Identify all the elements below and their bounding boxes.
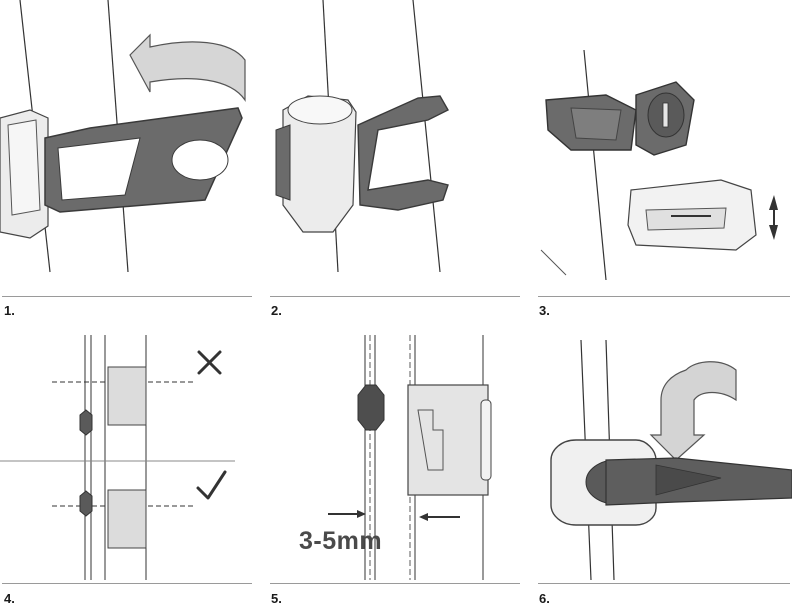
step-1-rule (2, 296, 252, 297)
step-3-panel: 3. (536, 0, 792, 318)
step-1-illustration (0, 0, 246, 273)
step-5-illustration (328, 335, 492, 580)
step-4-number: 4. (4, 591, 15, 606)
step-3-rule (538, 296, 790, 297)
rotate-arrow-icon (129, 33, 246, 102)
step-2-number: 2. (271, 303, 282, 318)
step-5-panel: 3-5mm 5. (268, 330, 523, 606)
curved-arrow-icon (649, 361, 737, 461)
step-3-number: 3. (539, 303, 550, 318)
check-icon (196, 470, 227, 500)
step-6-rule (538, 583, 790, 584)
step-3-illustration (540, 49, 778, 281)
step-2-rule (270, 296, 520, 297)
step-1-number: 1. (4, 303, 15, 318)
step-2-panel: 2. (268, 0, 523, 318)
step-4-illustration (0, 335, 235, 580)
gap-measurement-label: 3-5mm (299, 527, 383, 555)
step-5-rule (270, 583, 520, 584)
step-1-panel: 1. (0, 0, 255, 318)
step-4-panel: 4. (0, 330, 255, 606)
step-4-rule (2, 583, 252, 584)
step-6-illustration (550, 339, 792, 581)
step-6-number: 6. (539, 591, 550, 606)
step-2-illustration (275, 0, 449, 273)
step-6-panel: 6. (536, 330, 792, 606)
step-5-number: 5. (271, 591, 282, 606)
cross-icon (197, 350, 222, 375)
